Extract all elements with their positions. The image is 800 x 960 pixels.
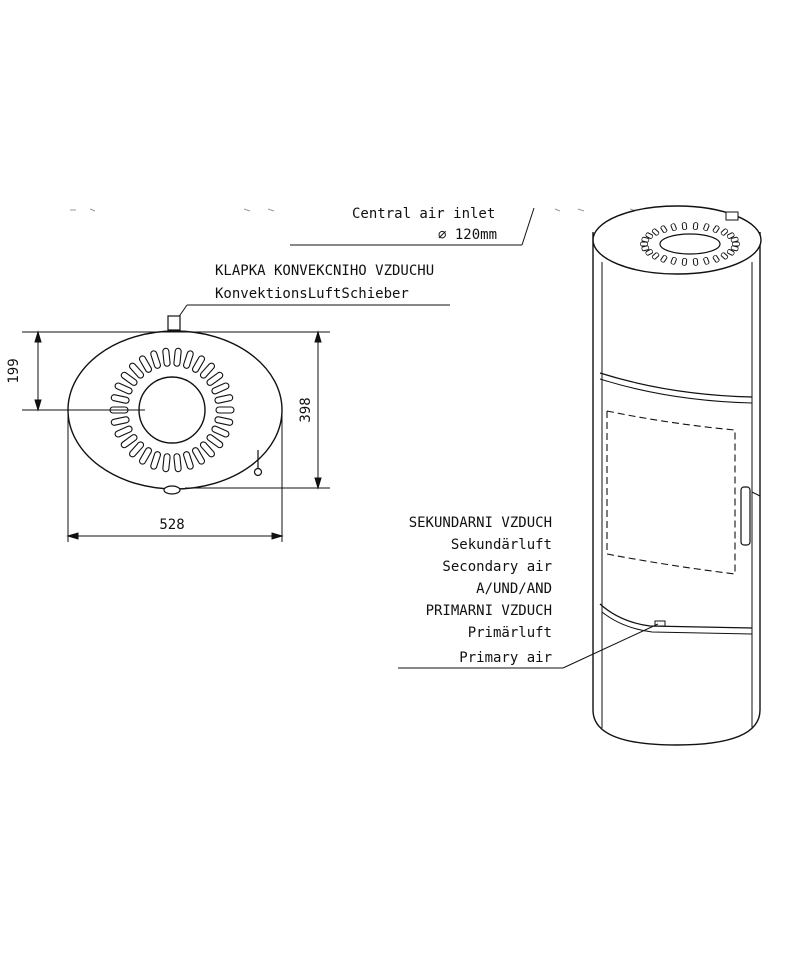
top-vent-slot xyxy=(670,223,677,231)
vent-slot xyxy=(114,382,133,395)
air-control-labels: SEKUNDARNI VZDUCH Sekundärluft Secondary… xyxy=(409,515,552,666)
top-vent-slot xyxy=(712,225,720,233)
vent-slot xyxy=(182,451,194,470)
stove-body-outline xyxy=(592,232,761,746)
side-view: SEKUNDARNI VZDUCH Sekundärluft Secondary… xyxy=(398,205,762,746)
vent-slot xyxy=(128,362,145,379)
top-vent-slot xyxy=(651,228,660,236)
flue-outlet-circle xyxy=(138,376,206,444)
air-label-6: Primary air xyxy=(459,650,552,666)
top-vent-slot xyxy=(726,249,735,256)
convection-damper-label-de: KonvektionsLuftSchieber xyxy=(215,286,409,302)
handle-knob xyxy=(253,467,263,477)
door-handle xyxy=(740,486,751,546)
vent-slot xyxy=(162,347,171,367)
air-label-4: PRIMARNI VZDUCH xyxy=(426,603,552,619)
top-vent-slot xyxy=(645,249,654,256)
vent-slot-ring xyxy=(109,347,235,473)
vent-slot xyxy=(199,362,216,379)
vent-slot xyxy=(191,355,206,373)
dim-398-label: 398 xyxy=(298,397,314,422)
air-label-3: A/UND/AND xyxy=(476,581,552,597)
top-vent-slot xyxy=(670,257,677,265)
top-vent-slot xyxy=(726,232,735,239)
door-top-seam-inner xyxy=(599,378,753,404)
vent-slot xyxy=(206,434,224,449)
top-vent-slot xyxy=(732,241,740,247)
vent-slot xyxy=(128,441,145,458)
vent-slot xyxy=(215,406,235,414)
top-vent-slot xyxy=(703,257,710,265)
top-vent-slot xyxy=(692,258,699,266)
top-vent-slot xyxy=(730,245,739,252)
top-vent-slot xyxy=(730,236,739,243)
vent-slot xyxy=(214,394,234,404)
top-damper-tab xyxy=(725,211,739,221)
vent-slot xyxy=(110,416,130,426)
top-view: KLAPKA KONVEKCNIHO VZDUCHU KonvektionsLu… xyxy=(6,263,450,542)
door-top-seam xyxy=(599,372,753,398)
door-bottom-seam-inner xyxy=(601,611,753,635)
air-label-1: Sekundärluft xyxy=(451,537,552,553)
top-vent-slots xyxy=(640,222,740,266)
air-label-0: SEKUNDARNI VZDUCH xyxy=(409,515,552,531)
vent-slot xyxy=(114,425,133,438)
primary-air-slider xyxy=(654,620,666,627)
vent-slot xyxy=(150,350,162,369)
top-vent-slot xyxy=(692,222,699,230)
vent-slot xyxy=(138,447,153,465)
door-bottom-seam xyxy=(599,603,753,629)
vent-slot xyxy=(138,355,153,373)
dim-528 xyxy=(66,410,284,542)
vent-slot xyxy=(173,453,182,473)
top-vent-slot xyxy=(720,228,729,236)
central-air-inlet-label: Central air inlet xyxy=(352,206,495,222)
vent-slot xyxy=(150,451,162,470)
dim-398 xyxy=(175,330,330,490)
top-vent-slot xyxy=(645,232,654,239)
top-vent-slot xyxy=(712,255,720,263)
top-flue-outlet xyxy=(659,233,721,255)
top-vent-slot xyxy=(660,225,668,233)
door-handle-hinge xyxy=(751,491,761,497)
top-vent-slot xyxy=(681,222,688,230)
vent-slot xyxy=(173,347,182,367)
vent-slot xyxy=(211,382,230,395)
vent-slot xyxy=(162,453,171,473)
dim-199-label: 199 xyxy=(6,358,22,383)
top-vent-slot xyxy=(640,241,648,247)
vent-slot xyxy=(206,371,224,386)
top-vent-slot xyxy=(681,258,688,266)
convection-damper-label-cz: KLAPKA KONVEKCNIHO VZDUCHU xyxy=(215,263,434,279)
plan-foot xyxy=(163,485,181,495)
vent-slot xyxy=(182,350,194,369)
air-label-5: Primärluft xyxy=(468,625,552,641)
vent-slot xyxy=(199,441,216,458)
vent-slot xyxy=(110,394,130,404)
top-vent-slot xyxy=(651,252,660,260)
top-vent-slot xyxy=(703,223,710,231)
dim-199 xyxy=(22,330,175,412)
top-vent-slot xyxy=(660,255,668,263)
dim-528-label: 528 xyxy=(159,517,184,533)
top-vent-slot xyxy=(641,236,650,243)
vent-slot xyxy=(211,425,230,438)
vent-slot xyxy=(214,416,234,426)
inlet-leader-tick xyxy=(521,207,535,246)
header-fragment: Central air inlet ∅ 120mm xyxy=(70,206,653,246)
primary-air-leader-arrow xyxy=(562,623,659,669)
top-vent-slot xyxy=(720,252,729,260)
vent-slot xyxy=(120,434,138,449)
damper-knob xyxy=(167,315,181,331)
inlet-diameter-label: ∅ 120mm xyxy=(438,227,497,243)
vent-slot xyxy=(191,447,206,465)
vent-slot xyxy=(120,371,138,386)
air-label-2: Secondary air xyxy=(442,559,552,575)
